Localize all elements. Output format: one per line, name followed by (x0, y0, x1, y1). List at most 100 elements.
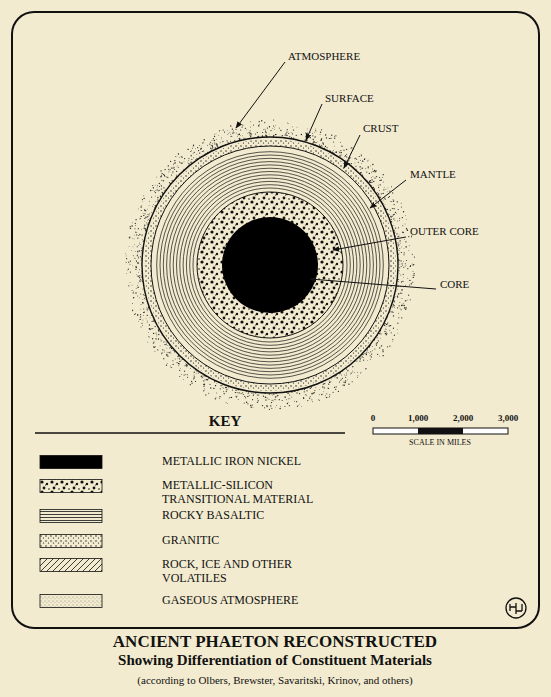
stipple-dot (395, 227, 396, 228)
stipple-dot (307, 400, 308, 401)
stipple-dot (180, 374, 182, 376)
stipple-dot (228, 133, 230, 135)
stipple-dot (135, 269, 136, 270)
stipple-dot (319, 400, 320, 401)
stipple-dot (169, 365, 171, 367)
stipple-dot (350, 373, 352, 375)
frame (12, 12, 539, 628)
stipple-dot (163, 174, 164, 175)
stipple-dot (247, 403, 248, 404)
stipple-dot (156, 184, 158, 186)
stipple-dot (271, 408, 272, 409)
stipple-dot (374, 171, 375, 172)
stipple-dot (169, 351, 171, 353)
stipple-dot (405, 263, 406, 264)
stipple-dot (242, 127, 243, 128)
stipple-dot (394, 307, 396, 309)
stipple-dot (222, 391, 224, 393)
stipple-dot (250, 134, 251, 135)
stipple-dot (320, 132, 321, 133)
stipple-dot (137, 252, 139, 254)
stipple-dot (324, 383, 325, 384)
stipple-dot (326, 137, 327, 138)
stipple-dot (203, 141, 205, 143)
stipple-dot (338, 391, 339, 392)
stipple-dot (354, 162, 356, 164)
legend-text: GRANITIC (162, 534, 392, 548)
stipple-dot (137, 287, 139, 289)
stipple-dot (265, 397, 266, 398)
stipple-dot (159, 186, 160, 187)
stipple-dot (391, 186, 392, 187)
stipple-dot (184, 158, 185, 159)
stipple-dot (329, 394, 330, 395)
stipple-dot (242, 124, 243, 125)
stipple-dot (170, 353, 172, 355)
stipple-dot (139, 243, 141, 245)
stipple-dot (179, 370, 180, 371)
stipple-dot (310, 388, 311, 389)
stipple-dot (222, 141, 223, 142)
stipple-dot (144, 228, 145, 229)
stipple-dot (226, 391, 227, 392)
stipple-dot (390, 201, 391, 202)
stipple-dot (172, 171, 173, 172)
stipple-dot (401, 246, 403, 248)
stipple-dot (393, 315, 394, 316)
stipple-dot (373, 171, 374, 172)
stipple-dot (270, 130, 271, 131)
stipple-dot (186, 364, 187, 365)
stipple-dot (221, 138, 223, 140)
stipple-dot (214, 140, 215, 141)
stipple-dot (236, 391, 238, 393)
legend-text: METALLIC-SILICON TRANSITIONAL MATERIAL (162, 479, 357, 507)
stipple-dot (288, 123, 290, 125)
stipple-dot (194, 372, 195, 373)
stipple-dot (319, 144, 320, 145)
stipple-dot (265, 399, 267, 401)
stipple-dot (362, 160, 364, 162)
stipple-dot (371, 346, 373, 348)
stipple-dot (202, 151, 203, 152)
stipple-dot (144, 218, 145, 219)
stipple-dot (287, 393, 288, 394)
stipple-dot (378, 187, 379, 188)
stipple-dot (145, 228, 146, 229)
stipple-dot (139, 277, 140, 278)
stipple-dot (273, 135, 274, 136)
stipple-dot (413, 277, 414, 278)
stipple-dot (341, 146, 342, 147)
stipple-dot (345, 382, 346, 383)
stipple-dot (150, 329, 151, 330)
stipple-dot (390, 325, 391, 326)
stipple-dot (374, 188, 376, 190)
stipple-dot (135, 232, 136, 233)
stipple-dot (203, 390, 204, 391)
stipple-dot (266, 399, 267, 400)
stipple-dot (129, 237, 130, 238)
stipple-dot (177, 357, 179, 359)
stipple-dot (139, 234, 140, 235)
stipple-dot (153, 188, 155, 190)
stipple-dot (136, 232, 138, 234)
stipple-dot (294, 400, 296, 402)
stipple-dot (379, 180, 380, 181)
stipple-dot (397, 243, 398, 244)
stipple-dot (360, 172, 361, 173)
stipple-dot (148, 336, 150, 338)
stipple-dot (392, 199, 394, 201)
stipple-dot (379, 347, 380, 348)
legend-swatch (40, 510, 102, 523)
stipple-dot (412, 270, 414, 272)
stipple-dot (389, 196, 390, 197)
stipple-dot (169, 352, 170, 353)
stipple-dot (135, 292, 136, 293)
stipple-dot (362, 161, 363, 162)
stipple-dot (138, 276, 139, 277)
stipple-dot (214, 142, 216, 144)
stipple-dot (389, 214, 391, 216)
stipple-dot (217, 145, 218, 146)
stipple-dot (273, 120, 274, 121)
stipple-dot (269, 394, 270, 395)
stipple-dot (386, 334, 387, 335)
